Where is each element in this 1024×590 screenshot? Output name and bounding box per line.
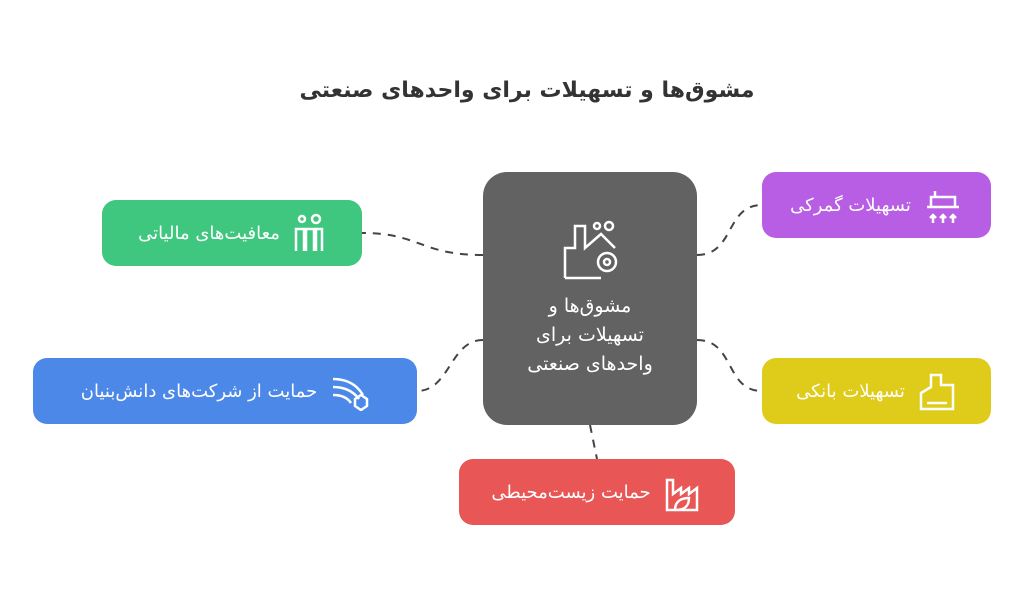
- factory-chimneys-icon: [292, 213, 326, 253]
- center-label: مشوق‌ها و تسهیلات برای واحدهای صنعتی: [527, 295, 653, 375]
- eco-factory-icon: [663, 472, 703, 512]
- node-environment-label: حمایت زیست‌محیطی: [491, 481, 651, 503]
- connector-knowledge: [416, 339, 484, 392]
- diagram-title: مشوق‌ها و تسهیلات برای واحدهای صنعتی: [299, 78, 755, 103]
- center-node: مشوق‌ها و تسهیلات برای واحدهای صنعتی: [483, 172, 697, 425]
- connector-tax: [361, 232, 484, 256]
- connector-bank: [696, 339, 763, 392]
- connector-customs: [696, 204, 763, 256]
- node-knowledge: حمایت از شرکت‌های دانش‌بنیان: [33, 358, 417, 424]
- node-bank: تسهیلات بانکی: [762, 358, 991, 424]
- node-tax-label: معافیت‌های مالیاتی: [138, 222, 280, 244]
- knowledge-tech-icon: [329, 371, 369, 411]
- bank-building-icon: [917, 371, 957, 411]
- connector-environment: [589, 424, 598, 460]
- node-environment: حمایت زیست‌محیطی: [459, 459, 735, 525]
- node-bank-label: تسهیلات بانکی: [796, 380, 905, 402]
- node-knowledge-label: حمایت از شرکت‌های دانش‌بنیان: [80, 380, 318, 402]
- node-tax: معافیت‌های مالیاتی: [102, 200, 362, 266]
- node-customs-label: تسهیلات گمرکی: [790, 194, 911, 216]
- factory-gear-icon: [557, 218, 623, 282]
- factory-export-icon: [923, 185, 963, 225]
- node-customs: تسهیلات گمرکی: [762, 172, 991, 238]
